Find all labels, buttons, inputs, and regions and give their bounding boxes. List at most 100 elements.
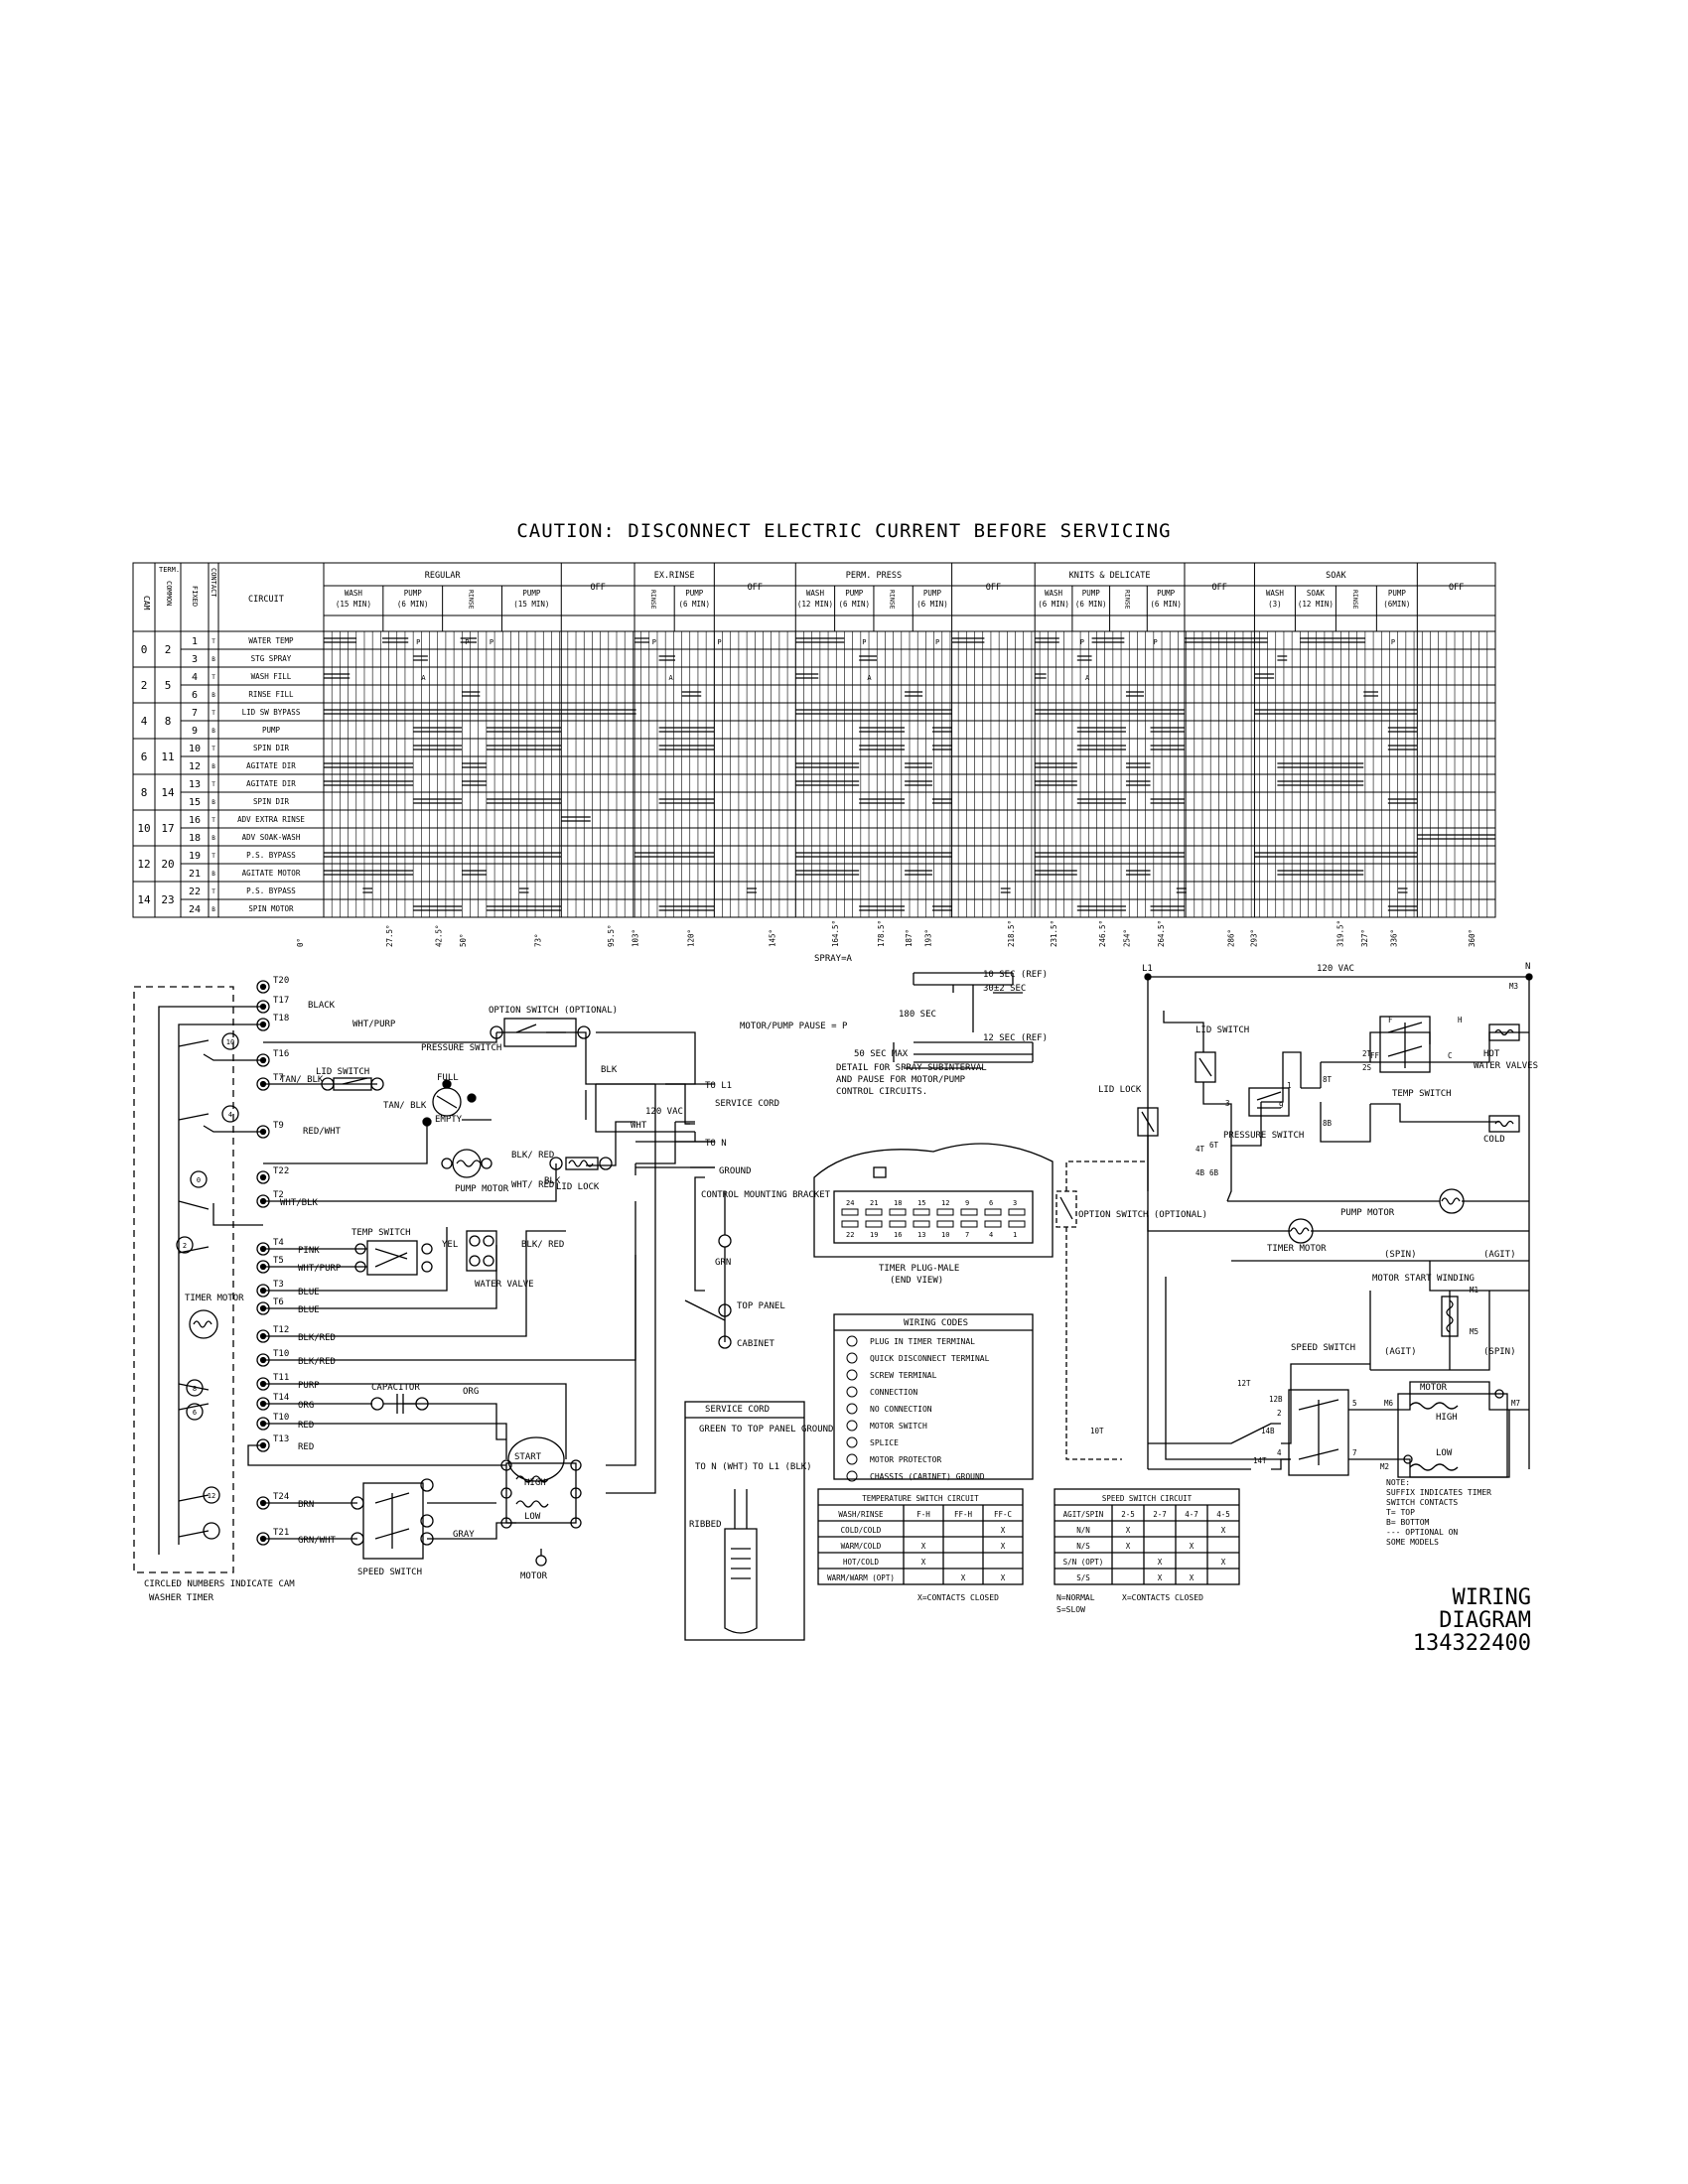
- motor-label: MOTOR: [520, 1571, 548, 1581]
- degree-tick: 120°: [686, 929, 695, 947]
- table-cell: X: [1001, 1526, 1006, 1535]
- code-symbol: [846, 1369, 858, 1381]
- timer-terminal-dot: [259, 983, 267, 991]
- subcycle-label: (6 MIN): [1150, 600, 1182, 609]
- option-switch-label: OPTION SWITCH (OPTIONAL): [489, 1006, 618, 1016]
- wire-label: BLK/ RED: [511, 1151, 554, 1160]
- wire-label: BRN: [298, 1500, 314, 1510]
- subcycle-label: PUMP: [685, 589, 704, 598]
- cabinet-terminal: [718, 1335, 732, 1349]
- timer-motor-right: TIMER MOTOR: [1267, 1244, 1327, 1254]
- circuit-name: LID SW BYPASS: [242, 708, 301, 717]
- cam-4: [221, 1105, 239, 1123]
- plug-pin-label: 6: [989, 1199, 993, 1207]
- service-cord-line: GREEN TO TOP PANEL GROUND: [699, 1425, 833, 1434]
- speed-note: S=SLOW: [1056, 1605, 1085, 1614]
- spray-marker: A: [1085, 674, 1090, 682]
- wire: [263, 1230, 566, 1337]
- subcycle-label: PUMP: [1157, 589, 1176, 598]
- table-cell: COLD/COLD: [841, 1526, 882, 1535]
- contact-letter: T: [211, 817, 215, 824]
- cam-10: [221, 1032, 239, 1050]
- subcycle-label: (6 MIN): [1075, 600, 1107, 609]
- terminal-label: T10: [273, 1413, 289, 1423]
- plug-pin-label: 12: [941, 1199, 949, 1207]
- table-header: 4-7: [1185, 1510, 1198, 1519]
- table-cell: N/S: [1076, 1542, 1090, 1551]
- n-label: N: [1525, 962, 1530, 972]
- subcycle-label: WASH: [806, 589, 825, 598]
- table-cell: X: [921, 1542, 926, 1551]
- degree-tick: 327°: [1360, 929, 1369, 947]
- wire-label: BLACK: [308, 1001, 336, 1011]
- terminal-label: T14: [273, 1393, 289, 1403]
- pump-motor-label: PUMP MOTOR: [455, 1184, 509, 1194]
- table-header: AGIT/SPIN: [1063, 1510, 1104, 1519]
- subcycle-label: PUMP: [1082, 589, 1101, 598]
- table-cell: X: [1221, 1526, 1226, 1535]
- lid-switch-label: LID SWITCH: [316, 1067, 369, 1077]
- plug-pin: [984, 1208, 1002, 1216]
- table-cell: X: [1001, 1542, 1006, 1551]
- timer-terminal-dot: [259, 1173, 267, 1181]
- circuit-name: RINSE FILL: [248, 690, 294, 699]
- plug-pin: [865, 1208, 883, 1216]
- cam-number: 0: [141, 643, 148, 656]
- note-line: --- OPTIONAL ON: [1386, 1528, 1458, 1537]
- circuit-header: CIRCUIT: [248, 595, 284, 605]
- code-symbol: [846, 1335, 858, 1347]
- bracket-label: CONTROL MOUNTING BRACKET: [701, 1190, 831, 1200]
- fixed-number: 9: [192, 726, 198, 737]
- ribbed-label: RIBBED: [689, 1520, 722, 1530]
- temp-switch-component: [354, 1240, 433, 1276]
- degree-tick: 360°: [1468, 929, 1477, 947]
- lid-switch-component: [321, 1077, 384, 1091]
- wire: [203, 1125, 263, 1133]
- contact-letter: T: [211, 674, 215, 681]
- subcycle-label: WASH: [345, 589, 363, 598]
- wiring-code: MOTOR PROTECTOR: [870, 1455, 941, 1464]
- fixed-number: 13: [189, 779, 201, 790]
- pause-marker: P: [862, 638, 866, 646]
- speed-switch-right: SPEED SWITCH: [1291, 1343, 1355, 1353]
- wire-label: BLK/RED: [298, 1357, 336, 1367]
- terminal-label: 9: [1279, 1101, 1284, 1110]
- table-header: WASH/RINSE: [838, 1510, 884, 1519]
- contact-letter: B: [211, 728, 215, 735]
- plug-pin: [1008, 1220, 1026, 1228]
- terminal-label: T5: [273, 1256, 284, 1266]
- water-valve-component: [466, 1230, 497, 1272]
- degree-tick: 231.5°: [1050, 920, 1058, 947]
- pause-marker: P: [416, 638, 420, 646]
- terminal-label: M2: [1380, 1462, 1389, 1471]
- terminal-label: 8B: [1323, 1119, 1333, 1128]
- washer-timer-outline: [133, 986, 234, 1573]
- temp-switch-label: TEMP SWITCH: [352, 1228, 411, 1238]
- plug-pin-label: 10: [941, 1231, 949, 1239]
- terminal-label: 10T: [1090, 1427, 1104, 1435]
- wire: [694, 1176, 705, 1292]
- note-line: SUFFIX INDICATES TIMER: [1386, 1488, 1491, 1497]
- terminal-label: T20: [273, 976, 289, 986]
- wiring-code: SPLICE: [870, 1438, 899, 1447]
- subcycle-label: (12 MIN): [797, 600, 833, 609]
- temp-note: X=CONTACTS CLOSED: [917, 1593, 999, 1602]
- plug-pin-label: 9: [965, 1199, 969, 1207]
- wiring-code: MOTOR SWITCH: [870, 1422, 927, 1431]
- cam-header: CAM: [142, 596, 151, 611]
- right-terminal-labels: 2T2S8T8B6T6B4T4B12T12B14B14T10T9312574M1…: [1090, 982, 1520, 1471]
- fixed-number: 12: [189, 761, 201, 772]
- detail-note-3: CONTROL CIRCUITS.: [836, 1087, 927, 1097]
- wire: [263, 1032, 497, 1043]
- speed-note: N=NORMAL: [1056, 1593, 1095, 1602]
- table-cell: X: [1126, 1526, 1131, 1535]
- cycle-name: REGULAR: [425, 571, 462, 581]
- table-cell: X: [921, 1558, 926, 1567]
- table-cell: X: [961, 1573, 966, 1582]
- table-header: F-H: [916, 1510, 930, 1519]
